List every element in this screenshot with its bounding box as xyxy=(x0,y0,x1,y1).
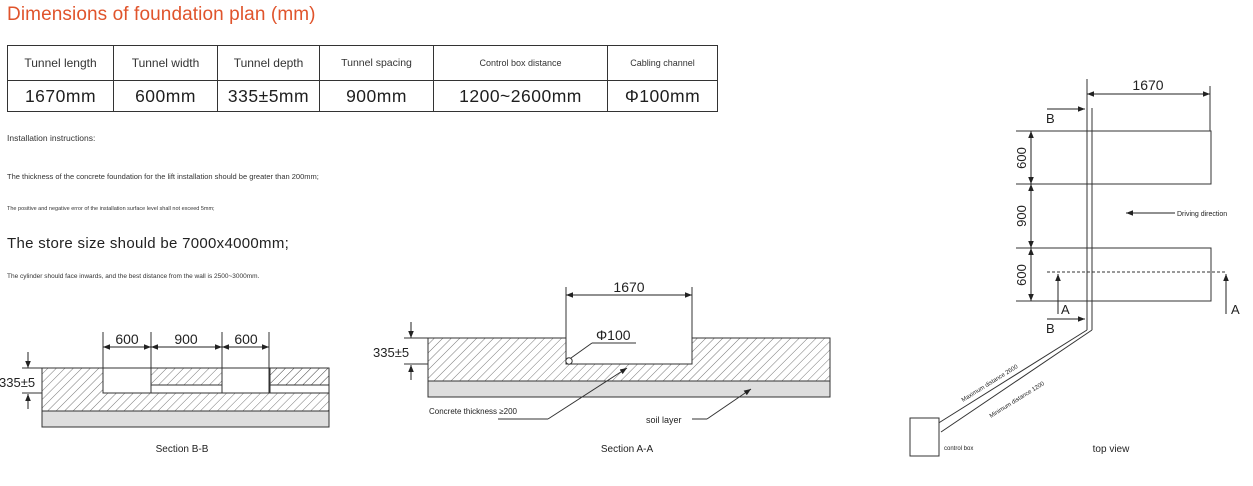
aa-soil-label: soil layer xyxy=(646,415,682,425)
section-aa: 1670 Φ100 335±5 Concrete thickness ≥200 … xyxy=(373,279,831,455)
instructions-heading: Installation instructions: xyxy=(7,133,96,143)
tv-dim-bottom: 600 xyxy=(1014,264,1029,286)
tv-dim-mid: 900 xyxy=(1014,205,1029,227)
tv-max-distance: Maximum distance 2600 xyxy=(961,364,1020,404)
bb-tunnel-left xyxy=(102,367,152,394)
tv-dim-top: 600 xyxy=(1014,147,1029,169)
header-tunnel-depth: Tunnel depth xyxy=(217,45,320,81)
bb-caption: Section B-B xyxy=(156,444,209,455)
bb-soil-layer xyxy=(41,410,330,428)
tv-caption: top view xyxy=(1093,444,1130,455)
aa-dim-length: 1670 xyxy=(613,279,644,295)
spec-table-header-row: Tunnel length Tunnel width Tunnel depth … xyxy=(7,45,718,81)
tv-control-box xyxy=(909,417,940,457)
aa-depth: 335±5 xyxy=(373,345,409,360)
aa-soil-layer xyxy=(427,380,831,398)
value-cabling-channel: Φ100mm xyxy=(607,80,718,112)
instruction-line-1: The thickness of the concrete foundation… xyxy=(7,172,319,181)
tv-tunnel-top xyxy=(1030,130,1212,185)
aa-concrete-label: Concrete thickness ≥200 xyxy=(429,407,518,416)
value-tunnel-length: 1670mm xyxy=(7,80,114,112)
aa-caption: Section A-A xyxy=(601,444,654,455)
spec-table: Tunnel length Tunnel width Tunnel depth … xyxy=(7,45,718,112)
value-tunnel-width: 600mm xyxy=(113,80,218,112)
instruction-line-2: The positive and negative error of the i… xyxy=(7,206,215,212)
spec-table-value-row: 1670mm 600mm 335±5mm 900mm 1200~2600mm Φ… xyxy=(7,80,718,112)
header-tunnel-width: Tunnel width xyxy=(113,45,218,81)
aa-channel-circle xyxy=(565,357,573,365)
aa-channel-label: Φ100 xyxy=(596,327,631,343)
bb-dim-left: 600 xyxy=(115,331,139,347)
tv-dim-length: 1670 xyxy=(1132,77,1163,93)
header-tunnel-length: Tunnel length xyxy=(7,45,114,81)
section-bb: 600 900 600 335±5 Section B-B xyxy=(0,331,330,455)
tv-label-b-top: B xyxy=(1046,111,1055,126)
tv-label-a-right: A xyxy=(1231,302,1240,317)
tv-label-a-left: A xyxy=(1061,302,1070,317)
header-tunnel-spacing: Tunnel spacing xyxy=(319,45,434,81)
instruction-line-3: The store size should be 7000x4000mm; xyxy=(7,235,290,252)
aa-concrete xyxy=(427,337,831,382)
bb-dim-right: 600 xyxy=(234,331,258,347)
instruction-line-4: The cylinder should face inwards, and th… xyxy=(7,273,260,280)
value-control-box-distance: 1200~2600mm xyxy=(433,80,608,112)
tv-label-b-bottom: B xyxy=(1046,321,1055,336)
tv-tunnel-bottom xyxy=(1030,247,1212,302)
page-title: Dimensions of foundation plan (mm) xyxy=(7,4,316,25)
tv-control-box-label: control box xyxy=(944,446,973,452)
value-tunnel-spacing: 900mm xyxy=(319,80,434,112)
value-tunnel-depth: 335±5mm xyxy=(217,80,320,112)
bb-middle-block xyxy=(150,367,223,386)
bb-dim-mid: 900 xyxy=(174,331,198,347)
tv-driving-direction: Driving direction xyxy=(1177,211,1227,218)
bb-depth: 335±5 xyxy=(0,375,35,390)
top-view: control box Maximum distance 2600 Minimu… xyxy=(909,77,1240,457)
header-cabling-channel: Cabling channel xyxy=(607,45,718,81)
bb-tunnel-right xyxy=(221,367,270,394)
